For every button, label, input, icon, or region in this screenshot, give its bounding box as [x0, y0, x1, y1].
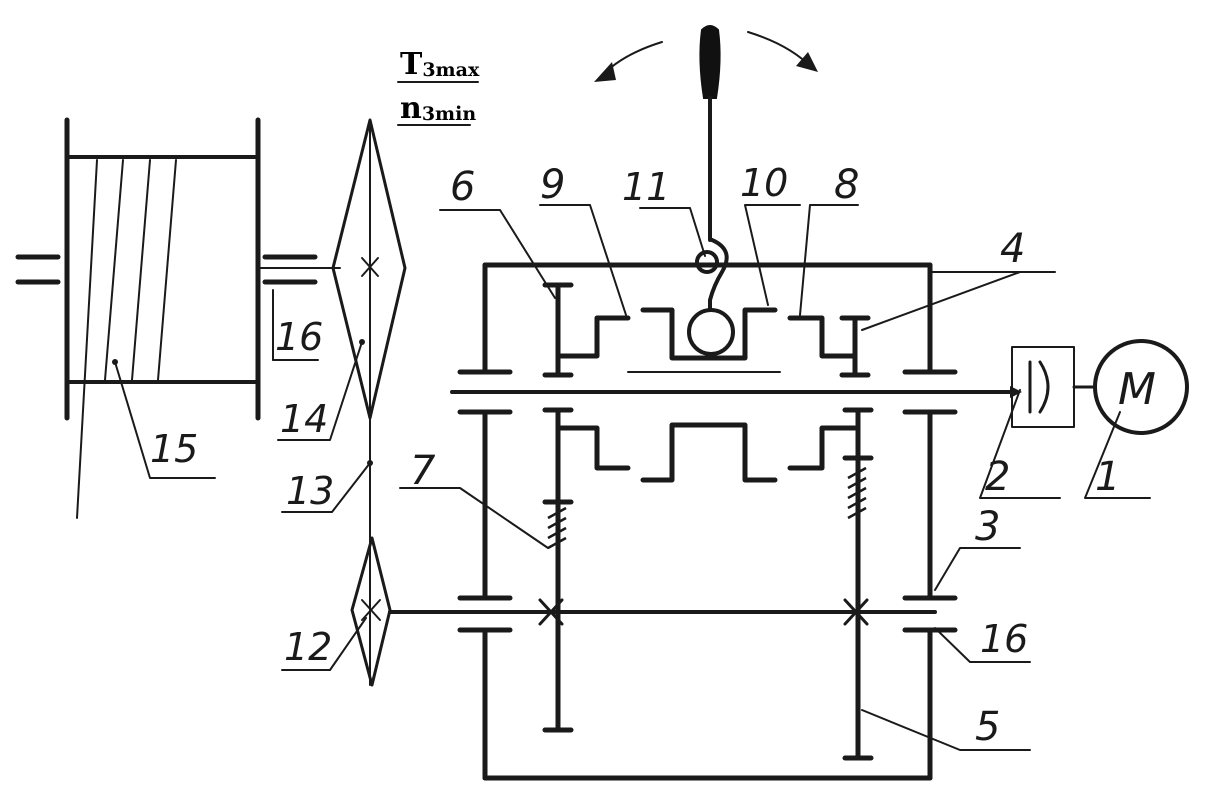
label-3: 3 — [975, 504, 1000, 550]
rope-wind — [157, 159, 177, 381]
rope-wind — [131, 159, 151, 381]
hatch — [547, 516, 567, 530]
gearbox-housing — [457, 262, 1056, 781]
leader-8 — [799, 204, 859, 316]
clutch-profile-right — [787, 315, 858, 359]
leader-9 — [539, 204, 627, 316]
leader-1 — [1084, 411, 1151, 499]
leader-13 — [281, 462, 371, 513]
arrow-right-icon — [796, 52, 818, 72]
label-12: 12 — [284, 625, 332, 669]
label-16-left: 16 — [275, 315, 323, 359]
coupling-arc — [1038, 360, 1050, 414]
lever-knob[interactable] — [699, 25, 721, 99]
dog-clutch — [557, 307, 858, 483]
label-4: 4 — [1000, 226, 1025, 272]
label-7: 7 — [410, 448, 436, 494]
motor-symbol: M — [1118, 364, 1156, 415]
clutch-profile-left — [557, 315, 631, 359]
label-13: 13 — [286, 469, 334, 513]
drum-assembly — [15, 117, 341, 519]
leader-5 — [861, 709, 1031, 751]
input-shaft — [450, 371, 1022, 398]
leader-14 — [277, 341, 363, 441]
coupling-motor: M — [1011, 339, 1189, 435]
label-10: 10 — [740, 161, 788, 205]
leader-10 — [744, 204, 801, 306]
label-5: 5 — [975, 704, 1000, 750]
label-8: 8 — [834, 162, 859, 208]
labels: 6 9 11 10 8 4 16 14 15 13 7 12 2 1 3 16 … — [150, 161, 1120, 750]
hatch — [847, 496, 867, 510]
rope-line — [76, 159, 98, 519]
label-1: 1 — [1095, 454, 1120, 500]
leaders — [399, 204, 1151, 751]
leader-2 — [979, 389, 1061, 499]
small-sprocket-12 — [350, 536, 392, 687]
clutch-profile-lower-middle — [640, 422, 778, 483]
leader-6 — [439, 209, 556, 299]
leader-15 — [114, 361, 216, 479]
hatch — [547, 536, 567, 550]
torque-label: T3max — [400, 47, 480, 82]
label-15: 15 — [150, 427, 198, 471]
lever-pivot — [695, 250, 719, 274]
motor-circle — [1093, 339, 1189, 435]
shift-lever[interactable] — [594, 25, 818, 312]
leader-16b — [934, 627, 1031, 663]
leader-7 — [399, 487, 549, 549]
parameters: T3max n3min — [400, 47, 480, 126]
speed-label: n3min — [400, 91, 476, 126]
hatch — [547, 526, 567, 540]
clutch-profile-lower-right — [787, 425, 858, 471]
rope-wind — [104, 159, 124, 381]
lever-link — [708, 238, 729, 312]
hatch — [547, 506, 567, 520]
clutch-profile-middle — [640, 307, 778, 361]
gears — [542, 282, 874, 761]
hatch — [847, 466, 867, 480]
shift-fork-ring — [687, 308, 735, 356]
hatch — [847, 506, 867, 520]
output-shaft — [388, 598, 937, 626]
label-9: 9 — [540, 162, 565, 208]
hatch — [847, 476, 867, 490]
clutch-profile-lower-left — [557, 425, 631, 471]
leader-12 — [281, 617, 367, 671]
coupling-box-2 — [1011, 346, 1075, 428]
label-6: 6 — [450, 164, 475, 210]
chain-drive — [272, 81, 479, 687]
small-sprocket-center — [361, 599, 381, 621]
leader-3 — [934, 547, 1021, 591]
hatch — [847, 486, 867, 500]
label-2: 2 — [985, 454, 1010, 500]
label-11: 11 — [622, 165, 670, 209]
label-14: 14 — [280, 397, 328, 441]
arrow-left-icon — [594, 62, 616, 82]
label-16-right: 16 — [980, 617, 1028, 661]
leader-4 — [861, 271, 1021, 331]
leader-11 — [639, 207, 706, 257]
